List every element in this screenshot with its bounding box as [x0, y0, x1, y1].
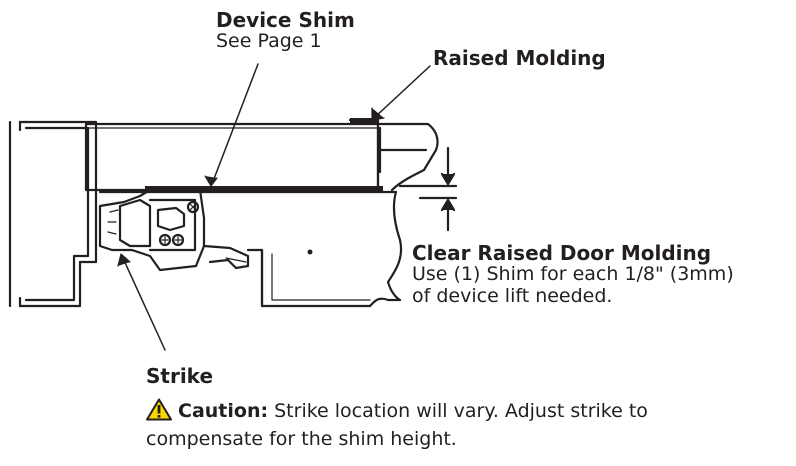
strike-label: Strike [146, 364, 214, 388]
caution-text-line2: compensate for the shim height. [146, 427, 457, 450]
latch [98, 188, 206, 272]
leader-strike [121, 255, 166, 351]
device-shim-label: Device Shim [216, 8, 355, 32]
leader-device-shim [211, 63, 259, 185]
device-shim [145, 186, 383, 191]
clear-molding-line2: of device lift needed. [412, 285, 613, 307]
clear-molding-label: Clear Raised Door Molding [412, 241, 712, 265]
raised-molding [348, 118, 380, 192]
clear-molding-line1: Use (1) Shim for each 1/8" (3mm) [412, 263, 734, 285]
raised-molding-label: Raised Molding [433, 46, 606, 70]
caution-note: Caution: Strike location will vary. Adju… [146, 398, 786, 452]
door-frame [18, 120, 98, 308]
caution-word: Caution: [178, 400, 269, 422]
caution-text-line1: Strike location will vary. Adjust strike… [268, 400, 648, 422]
leader-raised-molding [373, 65, 431, 119]
device-shim-sublabel: See Page 1 [216, 30, 322, 52]
device-body [98, 190, 403, 308]
warning-triangle-icon [146, 398, 172, 428]
